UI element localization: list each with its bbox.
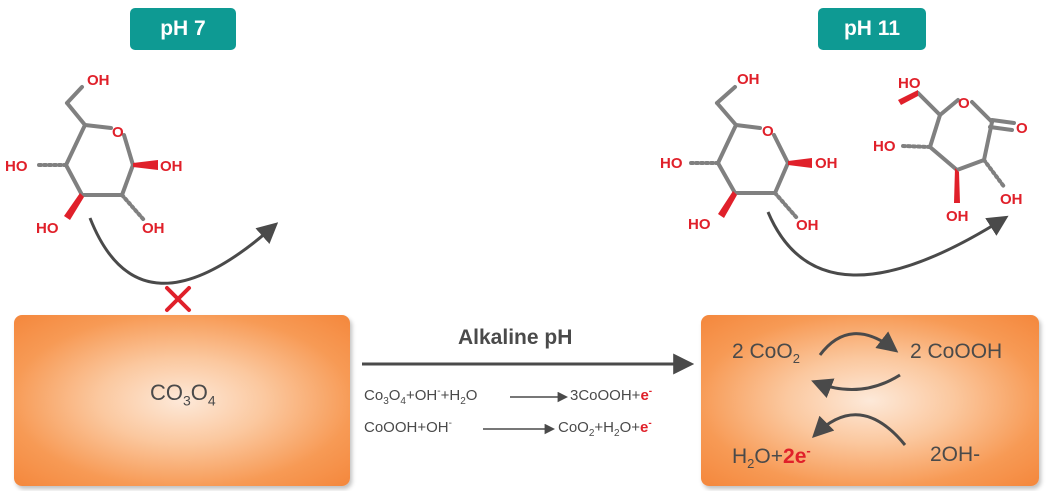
co3o4-catalyst-slab bbox=[14, 315, 350, 486]
equation1-reactants: Co3O4+OH-+H2O bbox=[364, 386, 478, 407]
ph7-badge: pH 7 bbox=[130, 8, 236, 50]
oxidation-reaction-arrow bbox=[766, 211, 1009, 277]
atom-oh: OH bbox=[946, 208, 969, 225]
cycle-arrow-top bbox=[818, 331, 899, 356]
atom-o: O bbox=[1016, 120, 1028, 137]
atom-oh: OH bbox=[1000, 191, 1023, 208]
catalyst-label: CO3O4 bbox=[150, 380, 216, 409]
equation2-products: CoO2+H2O+e- bbox=[558, 418, 652, 439]
glucose-molecule-right bbox=[688, 85, 799, 220]
equation2-reactants: CoOOH+OH- bbox=[364, 418, 452, 436]
cycle-arrow-bottom bbox=[812, 413, 907, 446]
alkaline-ph-label: Alkaline pH bbox=[458, 326, 573, 349]
ph11-badge: pH 11 bbox=[818, 8, 926, 50]
cycle-cooh: 2 CoOOH bbox=[910, 340, 1003, 363]
equation1-products: 3CoOOH+e- bbox=[570, 386, 653, 404]
atom-oh: OH bbox=[796, 217, 819, 234]
atom-ho: HO bbox=[5, 158, 28, 175]
gluconolactone-molecule bbox=[901, 91, 1016, 190]
cross-mark-icon bbox=[165, 286, 191, 312]
cycle-coo2: 2 CoO2 bbox=[732, 340, 800, 367]
atom-ho: HO bbox=[688, 216, 711, 233]
atom-oh: OH bbox=[737, 71, 760, 88]
atom-ho: HO bbox=[660, 155, 683, 172]
atom-ho: HO bbox=[873, 138, 896, 155]
alkaline-catalyst-slab bbox=[701, 315, 1039, 486]
atom-ho: HO bbox=[36, 220, 59, 237]
cycle-arrow-middle bbox=[811, 373, 901, 398]
atom-oh: OH bbox=[142, 220, 165, 237]
glucose-molecule-left bbox=[36, 85, 146, 222]
atom-o: O bbox=[112, 124, 124, 141]
atom-oh: OH bbox=[815, 155, 838, 172]
cycle-water-electrons: H2O+2e- bbox=[732, 443, 811, 472]
cycle-hydroxide: 2OH- bbox=[930, 443, 981, 466]
atom-oh: OH bbox=[87, 72, 110, 89]
atom-oh: OH bbox=[160, 158, 183, 175]
atom-o: O bbox=[958, 95, 970, 112]
atom-o: O bbox=[762, 123, 774, 140]
atom-ho: HO bbox=[898, 75, 921, 92]
blocked-reaction-arrow bbox=[88, 217, 279, 285]
